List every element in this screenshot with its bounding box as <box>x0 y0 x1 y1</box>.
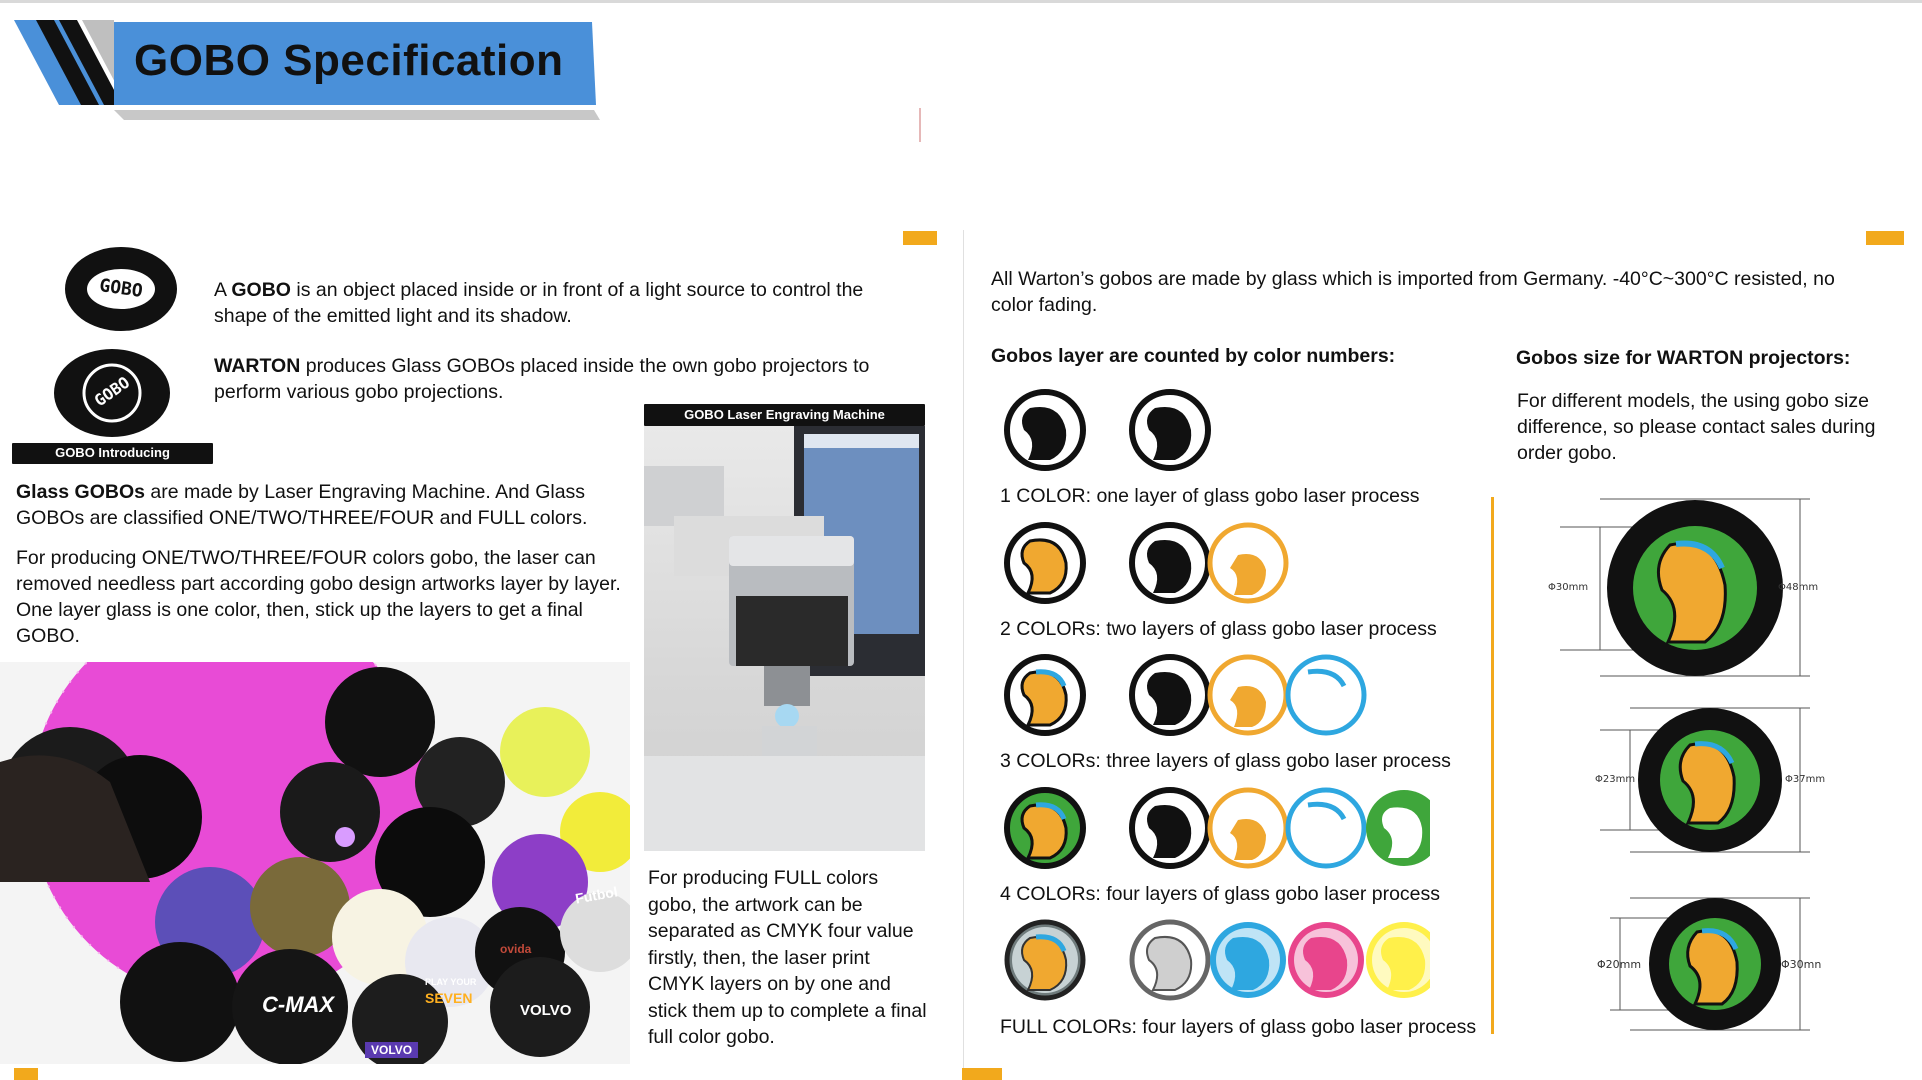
laser-machine-photo <box>644 426 925 851</box>
accent-bar-bottom-left <box>14 1068 38 1080</box>
size-heading: Gobos size for WARTON projectors: <box>1516 347 1851 369</box>
photo-label-volvo-1: VOLVO <box>520 1002 572 1019</box>
photo-label-cmax: C-MAX <box>262 992 335 1017</box>
row3-gobos <box>1004 654 1367 736</box>
accent-bar-right <box>1866 231 1904 245</box>
size-3-outer: Φ30mn <box>1781 958 1822 971</box>
size-diagram-3 <box>1610 897 1810 1031</box>
intro-paragraph-1: A GOBO is an object placed inside or in … <box>214 279 864 327</box>
row-label-5: FULL COLORs: four layers of glass gobo l… <box>1000 1016 1477 1038</box>
row5-gobos <box>1004 919 1430 1001</box>
size-3-inner: Φ20mm <box>1597 958 1642 971</box>
glass-paragraph-1: Glass GOBOs are made by Laser Engraving … <box>16 481 588 529</box>
banner-graphic <box>14 20 600 120</box>
row-label-1: 1 COLOR: one layer of glass gobo laser p… <box>1000 485 1420 507</box>
intro-paragraph-2: WARTON produces Glass GOBOs placed insid… <box>214 355 870 403</box>
size-2-outer: Φ37mm <box>1785 774 1826 785</box>
size-diagram-2 <box>1600 707 1810 853</box>
right-vertical-accent <box>1491 497 1494 1034</box>
top-border <box>0 0 1922 3</box>
right-intro-text: All Warton’s gobos are made by glass whi… <box>991 268 1835 316</box>
row-label-2: 2 COLORs: two layers of glass gobo laser… <box>1000 618 1437 640</box>
gobo-badge-1: GOBO <box>64 246 178 332</box>
full-color-paragraph: For producing FULL colors gobo, the artw… <box>648 867 927 1048</box>
layers-heading: Gobos layer are counted by color numbers… <box>991 345 1396 367</box>
photo-label-ovida: ovida <box>500 942 532 956</box>
photo-label-seven: SEVEN <box>425 990 473 1006</box>
gobo-collection-photo: Futbol C-MAX VOLVO VOLVO PLAY YOUR SEVEN… <box>0 662 630 1064</box>
size-diagram-1 <box>1560 498 1810 677</box>
row2-gobos <box>1004 522 1289 604</box>
machine-label: GOBO Laser Engraving Machine <box>644 404 925 426</box>
gobo-badge-2: GOBO <box>52 347 172 439</box>
accent-bar-left <box>903 231 937 245</box>
accent-bar-bottom-center <box>962 1068 1002 1080</box>
size-1-inner: Φ30mm <box>1548 582 1589 593</box>
size-2-inner: Φ23mm <box>1595 774 1636 785</box>
page-divider <box>963 230 964 1068</box>
title-banner: GOBO Specification <box>14 20 614 125</box>
center-mark <box>919 108 921 142</box>
size-description: For different models, the using gobo siz… <box>1517 390 1876 464</box>
gobo-layers-graphic <box>1004 389 1430 1001</box>
page-title: GOBO Specification <box>134 36 564 85</box>
glass-paragraph-2: For producing ONE/TWO/THREE/FOUR colors … <box>16 547 621 647</box>
photo-label-volvo-2: VOLVO <box>365 1042 419 1058</box>
photo-label-play-your: PLAY YOUR <box>425 977 477 987</box>
row-label-3: 3 COLORs: three layers of glass gobo las… <box>1000 750 1451 772</box>
row-label-4: 4 COLORs: four layers of glass gobo lase… <box>1000 883 1441 905</box>
size-1-outer: Φ48mm <box>1778 582 1819 593</box>
row1-gobos <box>1004 389 1211 471</box>
row4-gobos <box>1004 787 1430 869</box>
size-diagrams <box>1560 498 1810 1031</box>
gobo-introducing-label: GOBO Introducing <box>12 443 213 464</box>
